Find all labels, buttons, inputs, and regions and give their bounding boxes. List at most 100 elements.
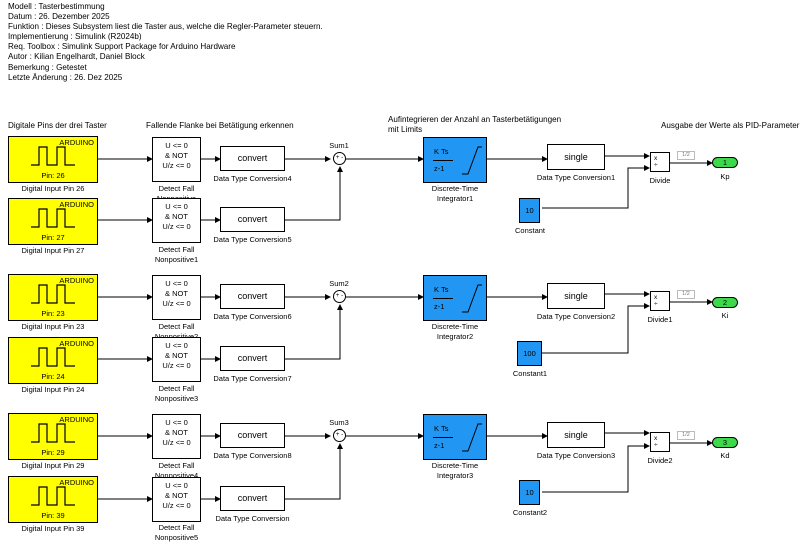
detect-condition-2: & NOT xyxy=(165,351,188,360)
arduino-digital-input-pin-39[interactable]: ARDUINO Pin: 39 xyxy=(8,476,98,523)
header-pins: Digitale Pins der drei Taster xyxy=(8,121,107,130)
detect-label-2: Nonpositive2 xyxy=(146,332,207,342)
outport-label: Kd xyxy=(720,451,730,460)
detect-label-1: Detect Fall xyxy=(158,461,195,470)
fraction-line xyxy=(433,298,453,299)
detect-fall-block[interactable]: U <= 0 & NOT U/z <= 0 xyxy=(152,414,201,459)
outport-kd[interactable]: 3 xyxy=(712,437,738,448)
arduino-brand: ARDUINO xyxy=(59,339,94,348)
integrator-label-1: Discrete-Time xyxy=(431,461,479,470)
detect-fall-block[interactable]: U <= 0 & NOT U/z <= 0 xyxy=(152,137,201,182)
convert-block[interactable]: convert xyxy=(220,284,285,309)
header-edge: Fallende Flanke bei Betätigung erkennen xyxy=(146,121,294,130)
single-conversion-block[interactable]: single xyxy=(547,422,605,448)
convert-block[interactable]: convert xyxy=(220,146,285,171)
convert-block-label: Data Type Conversion4 xyxy=(213,174,292,183)
arduino-digital-input-pin-23[interactable]: ARDUINO Pin: 23 xyxy=(8,274,98,321)
constant-label: Constant xyxy=(514,226,546,235)
arduino-block-label: Digital Input Pin 27 xyxy=(21,246,85,255)
model-date: Datum : 26. Dezember 2025 xyxy=(8,12,110,22)
sum-block[interactable]: + - xyxy=(333,429,346,442)
convert-block[interactable]: convert xyxy=(220,486,285,511)
detect-condition-3: U/z <= 0 xyxy=(162,161,191,170)
convert-block[interactable]: convert xyxy=(220,346,285,371)
detect-label-1: Detect Fall xyxy=(158,184,195,193)
outport-label: Ki xyxy=(721,311,729,320)
detect-fall-block[interactable]: U <= 0 & NOT U/z <= 0 xyxy=(152,275,201,320)
detect-label-1: Detect Fall xyxy=(158,322,195,331)
arduino-brand: ARDUINO xyxy=(59,200,94,209)
pulse-icon xyxy=(31,347,75,367)
single-conversion-label: Data Type Conversion1 xyxy=(536,173,616,182)
constant-block[interactable]: 10 xyxy=(519,480,540,505)
detect-condition-3: U/z <= 0 xyxy=(162,361,191,370)
arduino-pin: Pin: 24 xyxy=(41,372,65,381)
integrator-numerator: K Ts xyxy=(434,285,449,294)
divide-block[interactable]: x ÷ xyxy=(650,432,670,452)
discrete-time-integrator[interactable]: K Ts z-1 xyxy=(423,414,487,460)
model-remark: Bemerkung : Getestet xyxy=(8,62,87,72)
sum-block[interactable]: + - xyxy=(333,152,346,165)
detect-fall-block[interactable]: U <= 0 & NOT U/z <= 0 xyxy=(152,198,201,243)
pulse-icon xyxy=(31,208,75,228)
outport-kp[interactable]: 1 xyxy=(712,157,738,168)
arduino-pin: Pin: 29 xyxy=(41,448,65,457)
convert-block[interactable]: convert xyxy=(220,423,285,448)
detect-label-2: Nonpositive3 xyxy=(154,394,199,403)
port-dimension-tag: 1/2 xyxy=(677,290,695,299)
integrator-numerator: K Ts xyxy=(434,147,449,156)
detect-condition-2: & NOT xyxy=(165,428,188,437)
multiply-sign: x xyxy=(654,155,658,162)
integrator-label-2: Integrator3 xyxy=(436,471,474,480)
divide-sign: ÷ xyxy=(654,442,658,449)
single-conversion-block[interactable]: single xyxy=(547,283,605,309)
detect-condition-1: U <= 0 xyxy=(165,141,188,150)
pulse-icon xyxy=(31,486,75,506)
sum-label: Sum3 xyxy=(329,418,349,427)
divide-block[interactable]: x ÷ xyxy=(650,291,670,311)
divide-block[interactable]: x ÷ xyxy=(650,152,670,172)
constant-block[interactable]: 10 xyxy=(519,198,540,223)
outport-ki[interactable]: 2 xyxy=(712,297,738,308)
detect-label-1: Detect Fall xyxy=(158,523,195,532)
pulse-icon xyxy=(31,284,75,304)
arduino-brand: ARDUINO xyxy=(59,138,94,147)
detect-condition-2: & NOT xyxy=(165,289,188,298)
convert-block-label: Data Type Conversion xyxy=(215,514,290,523)
convert-block-label: Data Type Conversion8 xyxy=(213,451,292,460)
arduino-brand: ARDUINO xyxy=(59,478,94,487)
saturation-icon xyxy=(462,284,482,313)
detect-condition-2: & NOT xyxy=(165,491,188,500)
sum-label: Sum1 xyxy=(329,141,349,150)
arduino-digital-input-pin-27[interactable]: ARDUINO Pin: 27 xyxy=(8,198,98,245)
convert-block-label: Data Type Conversion7 xyxy=(213,374,292,383)
detect-fall-block[interactable]: U <= 0 & NOT U/z <= 0 xyxy=(152,477,201,522)
detect-condition-2: & NOT xyxy=(165,151,188,160)
detect-condition-3: U/z <= 0 xyxy=(162,222,191,231)
integrator-label-2: Integrator1 xyxy=(436,194,474,203)
model-toolbox: Req. Toolbox : Simulink Support Package … xyxy=(8,42,236,52)
divide-sign: ÷ xyxy=(654,301,658,308)
detect-condition-3: U/z <= 0 xyxy=(162,501,191,510)
detect-condition-2: & NOT xyxy=(165,212,188,221)
arduino-pin: Pin: 23 xyxy=(41,309,65,318)
model-author: Autor : Kilian Engelhardt, Daniel Block xyxy=(8,52,145,62)
convert-block[interactable]: convert xyxy=(220,207,285,232)
outport-label: Kp xyxy=(720,172,730,181)
constant-block[interactable]: 100 xyxy=(517,341,542,366)
discrete-time-integrator[interactable]: K Ts z-1 xyxy=(423,275,487,321)
arduino-digital-input-pin-29[interactable]: ARDUINO Pin: 29 xyxy=(8,413,98,460)
detect-condition-3: U/z <= 0 xyxy=(162,438,191,447)
arduino-digital-input-pin-24[interactable]: ARDUINO Pin: 24 xyxy=(8,337,98,384)
detect-fall-block[interactable]: U <= 0 & NOT U/z <= 0 xyxy=(152,337,201,382)
discrete-time-integrator[interactable]: K Ts z-1 xyxy=(423,137,487,183)
model-info: Modell : Tasterbestimmung Datum : 26. De… xyxy=(8,2,323,83)
sum-block[interactable]: + - xyxy=(333,290,346,303)
arduino-digital-input-pin-26[interactable]: ARDUINO Pin: 26 xyxy=(8,136,98,183)
integrator-label-2: Integrator2 xyxy=(436,332,474,341)
detect-condition-1: U <= 0 xyxy=(165,279,188,288)
single-conversion-block[interactable]: single xyxy=(547,144,605,170)
divide-label: Divide2 xyxy=(647,456,673,465)
arduino-pin: Pin: 26 xyxy=(41,171,65,180)
